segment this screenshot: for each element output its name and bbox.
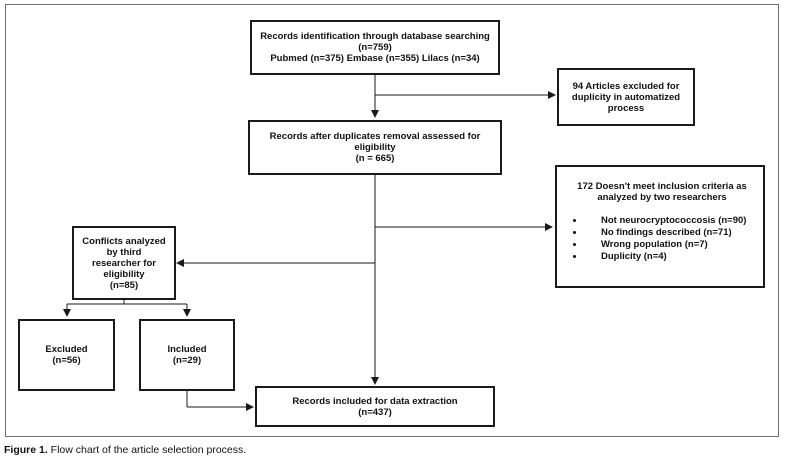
exclusion-reason-item: Wrong population (n=7) <box>571 239 753 250</box>
duplicates-removal-line-2: eligibility <box>354 142 396 153</box>
figure-caption: Figure 1. Flow chart of the article sele… <box>4 444 246 456</box>
conflicts-box: Conflicts analyzed by third researcher f… <box>72 226 176 300</box>
final-records-line-2: (n=437) <box>358 406 392 418</box>
duplicates-removal-box: Records after duplicates removal assesse… <box>248 120 502 175</box>
figure-caption-text: Flow chart of the article selection proc… <box>47 444 247 456</box>
duplicates-excluded-line-2: duplicity in automatized <box>571 91 681 103</box>
exclusion-criteria-box: 172 Doesn't meet inclusion criteria as a… <box>555 165 765 288</box>
identification-line-1: Records identification through database … <box>260 31 490 42</box>
conflicts-line-4: eligibility <box>103 268 145 280</box>
exclusion-criteria-head-line-2: analyzed by two researchers <box>597 192 727 203</box>
conflicts-line-2: by third <box>106 246 142 258</box>
identification-box: Records identification through database … <box>250 20 500 75</box>
conflicts-line-5: (n=85) <box>109 279 139 291</box>
final-records-line-1: Records included for data extraction <box>292 395 458 407</box>
included-line-1: Included <box>167 344 207 355</box>
final-records-box: Records included for data extraction (n=… <box>255 386 495 427</box>
duplicates-removal-line-3: (n = 665) <box>355 153 395 164</box>
conflicts-line-3: researcher for <box>92 257 156 269</box>
conflicts-line-1: Conflicts analyzed <box>82 235 166 247</box>
included-line-2: (n=29) <box>172 355 202 366</box>
excluded-line-2: (n=56) <box>52 355 81 366</box>
exclusion-criteria-header: 172 Doesn't meet inclusion criteria as a… <box>571 181 753 203</box>
exclusion-criteria-head-line-1: 172 Doesn't meet inclusion criteria as <box>577 181 747 192</box>
duplicates-excluded-box: 94 Articles excluded for duplicity in au… <box>557 68 695 126</box>
excluded-box: Excluded (n=56) <box>18 319 115 391</box>
exclusion-reasons-list: Not neurocryptococcosis (n=90) No findin… <box>571 215 753 263</box>
duplicates-excluded-line-3: process <box>607 102 645 114</box>
exclusion-reason-item: Duplicity (n=4) <box>571 251 753 262</box>
duplicates-removal-line-1: Records after duplicates removal assesse… <box>269 131 481 142</box>
exclusion-reason-item: No findings described (n=71) <box>571 227 753 238</box>
excluded-line-1: Excluded <box>45 344 88 355</box>
duplicates-excluded-line-1: 94 Articles excluded for <box>572 80 680 92</box>
identification-line-2: (n=759) <box>358 42 392 53</box>
included-box: Included (n=29) <box>139 319 235 391</box>
identification-line-3: Pubmed (n=375) Embase (n=355) Lilacs (n=… <box>270 53 480 64</box>
figure-caption-label: Figure 1. <box>4 444 48 456</box>
exclusion-reason-item: Not neurocryptococcosis (n=90) <box>571 215 753 226</box>
